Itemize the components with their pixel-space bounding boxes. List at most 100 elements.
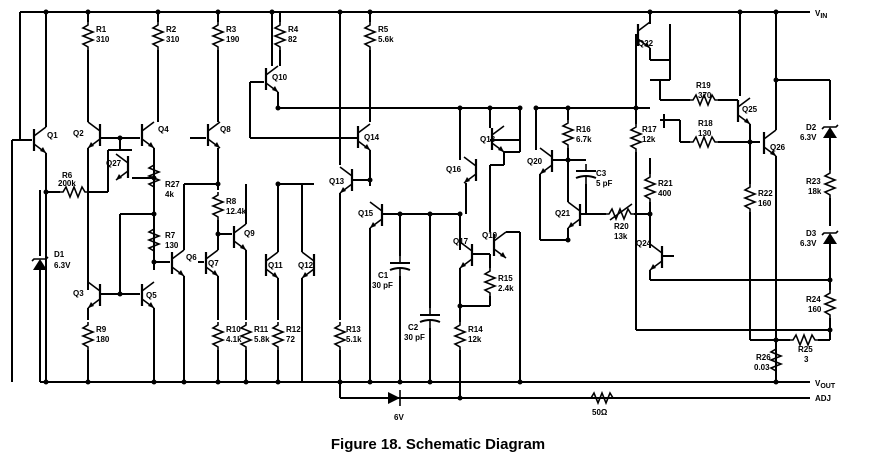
r2-resistor [152, 12, 164, 122]
q3-transistor [86, 213, 154, 320]
q1-label: Q1 [47, 131, 58, 140]
q12-transistor [278, 183, 316, 382]
q13-transistor [338, 12, 370, 320]
q20-transistor [535, 108, 568, 241]
q2-label: Q2 [73, 129, 84, 138]
q25-transistor [660, 12, 752, 142]
schematic-diagram: VIN VOUT ADJ Q1 D1 6.3V R6 200k [11, 9, 839, 422]
r9-label: R9 [96, 325, 107, 334]
q16-label: Q16 [446, 165, 462, 174]
r22-value: 160 [758, 199, 772, 208]
r6-label: R6 [62, 171, 73, 180]
q5-label: Q5 [146, 291, 157, 300]
c3-capacitor [568, 159, 597, 214]
r21-value: 400 [658, 189, 672, 198]
d3-label: D3 [806, 229, 817, 238]
r23-label: R23 [806, 177, 821, 186]
r20-label: R20 [614, 222, 629, 231]
r12-resistor [272, 321, 284, 382]
q27-label: Q27 [106, 159, 122, 168]
d3-value: 6.3V [800, 239, 817, 248]
r7-value: 130 [165, 241, 179, 250]
d2-zener [776, 79, 839, 170]
q19-transistor [489, 230, 521, 382]
q15-transistor [368, 200, 460, 382]
vin-rail [19, 11, 810, 140]
q2-transistor [86, 120, 140, 150]
r19-value: 370 [698, 91, 712, 100]
q8-transistor [190, 120, 222, 190]
q26-label: Q26 [770, 143, 786, 152]
r3-label: R3 [226, 25, 237, 34]
q8-label: Q8 [220, 125, 231, 134]
r5-value: 5.6k [378, 35, 394, 44]
r18-resistor [670, 119, 760, 148]
r24-label: R24 [806, 295, 821, 304]
r13-resistor [334, 321, 346, 382]
r17-resistor [630, 108, 830, 331]
r18-value: 130 [698, 129, 712, 138]
r5-resistor [364, 12, 376, 122]
q5-transistor [140, 280, 156, 382]
q9-label: Q9 [244, 229, 255, 238]
q14-label: Q14 [364, 133, 380, 142]
r24-value: 160 [808, 305, 822, 314]
q17-transistor [458, 240, 490, 322]
r13-label: R13 [346, 325, 361, 334]
r15-label: R15 [498, 274, 513, 283]
q13-label: Q13 [329, 177, 345, 186]
r3-value: 190 [226, 35, 240, 44]
q25-label: Q25 [742, 105, 758, 114]
q22-label: Q22 [638, 39, 654, 48]
r19-label: R19 [696, 81, 711, 90]
r17-label: R17 [642, 125, 657, 134]
c1-value: 30 pF [372, 281, 393, 290]
q27-transistor [107, 138, 154, 192]
figure-caption: Figure 18. Schematic Diagram [330, 436, 546, 453]
r1-label: R1 [96, 25, 107, 34]
vin-label: VIN [815, 9, 827, 20]
d1-value: 6.3V [54, 261, 71, 270]
q24-transistor [648, 214, 830, 281]
r16-value: 6.7k [576, 135, 592, 144]
r1-resistor [82, 12, 94, 122]
q15-label: Q15 [358, 209, 374, 218]
adj-rail [339, 382, 810, 399]
r25-value: 3 [804, 355, 809, 364]
r26-label: R26 [756, 353, 771, 362]
r27-value: 4k [165, 190, 174, 199]
r11-value: 5.8k [254, 335, 270, 344]
c3-label: C3 [596, 169, 607, 178]
q11-transistor [264, 184, 280, 320]
d1-label: D1 [54, 250, 65, 259]
r4-resistor [274, 12, 286, 66]
r23-value: 18k [808, 187, 822, 196]
c2-value: 30 pF [404, 333, 425, 342]
r22-resistor [744, 142, 756, 340]
zener-6v [388, 390, 401, 406]
q24-label: Q24 [636, 239, 652, 248]
r21-label: R21 [658, 179, 673, 188]
d1-zener [31, 190, 49, 382]
r2-label: R2 [166, 25, 177, 34]
q10-label: Q10 [272, 73, 288, 82]
r6-resistor [46, 186, 108, 198]
q10-transistor [249, 12, 520, 138]
r10-label: R10 [226, 325, 241, 334]
r9-resistor [82, 321, 94, 382]
r14-label: R14 [468, 325, 483, 334]
r25-resistor [776, 334, 830, 346]
q17-label: Q17 [453, 237, 469, 246]
c3-value: 5 pF [596, 179, 613, 188]
r3-resistor [212, 12, 224, 122]
r8-label: R8 [226, 197, 237, 206]
r25-label: R25 [798, 345, 813, 354]
q7-label: Q7 [208, 259, 219, 268]
q22-transistor [635, 12, 671, 108]
r9-value: 180 [96, 335, 110, 344]
adj-label: ADJ [815, 394, 831, 403]
zener-6v-label: 6V [394, 413, 404, 422]
r18-label: R18 [698, 119, 713, 128]
q7-transistor [198, 248, 220, 320]
c1-capacitor [389, 214, 411, 382]
